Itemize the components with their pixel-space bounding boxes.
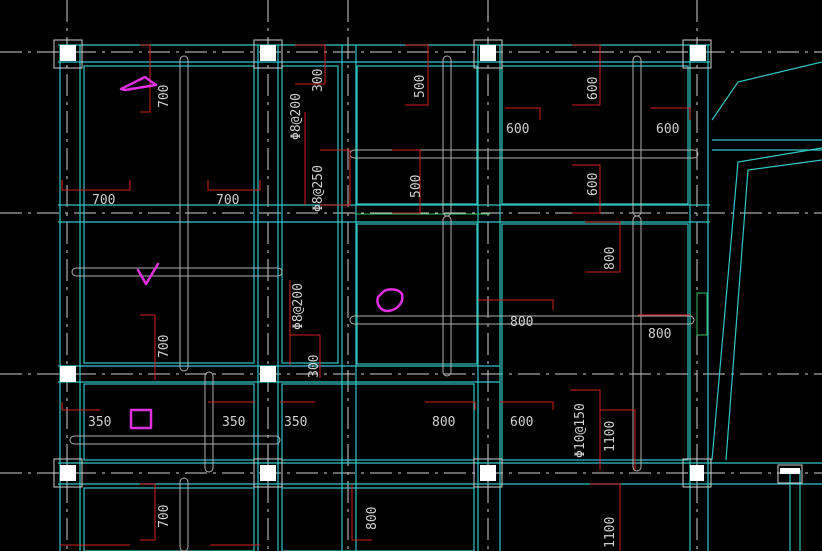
- dim-800-v-right: 800: [603, 247, 618, 270]
- square-markup-icon: [129, 408, 153, 430]
- dim-phi8-250: Φ8@250: [311, 165, 326, 212]
- dim-700-top-left: 700: [157, 85, 172, 108]
- dimension-labels: 700 300 Φ8@200 500 600 600 600 Φ8@250 70…: [88, 69, 679, 548]
- markup-annotations: [119, 75, 404, 430]
- dim-500-mid: 500: [409, 175, 424, 198]
- dimension-lines: [60, 44, 691, 551]
- dim-600-mid-left: 600: [506, 122, 529, 137]
- green-marks: [355, 213, 708, 336]
- dim-phi8-200-top: Φ8@200: [289, 93, 304, 140]
- dim-1100-bottom: 1100: [603, 517, 618, 548]
- dim-350-b: 350: [222, 415, 245, 430]
- dim-phi10-150: Φ10@150: [573, 403, 588, 458]
- dim-700-bottom: 700: [157, 505, 172, 528]
- circle-markup-icon: [376, 288, 404, 313]
- dim-700-v-lower: 700: [157, 335, 172, 358]
- dim-800-h-c: 800: [432, 415, 455, 430]
- dim-500-top: 500: [413, 75, 428, 98]
- dim-700-row2-a: 700: [92, 193, 115, 208]
- dim-700-row2-b: 700: [216, 193, 239, 208]
- columns: [53, 39, 803, 488]
- dim-600-top: 600: [586, 77, 601, 100]
- checkmark-markup-icon: [136, 262, 160, 286]
- dim-800-h-a: 800: [510, 315, 533, 330]
- dim-300-lower: 300: [307, 355, 322, 378]
- dim-phi8-200-mid: Φ8@200: [291, 283, 306, 330]
- column: [53, 39, 803, 488]
- dim-600-mid-right: 600: [656, 122, 679, 137]
- dim-350-c: 350: [284, 415, 307, 430]
- dim-1100-a: 1100: [603, 421, 618, 452]
- dim-350-a: 350: [88, 415, 111, 430]
- dim-800-bottom: 800: [365, 507, 380, 530]
- rebar-lines: [69, 55, 699, 551]
- dim-300-top: 300: [311, 69, 326, 92]
- beam-outlines: [58, 44, 822, 551]
- dim-600-mid-v: 600: [586, 173, 601, 196]
- dim-800-h-b: 800: [648, 327, 671, 342]
- triangle-markup-icon: [119, 75, 158, 92]
- dim-600-h-lower: 600: [510, 415, 533, 430]
